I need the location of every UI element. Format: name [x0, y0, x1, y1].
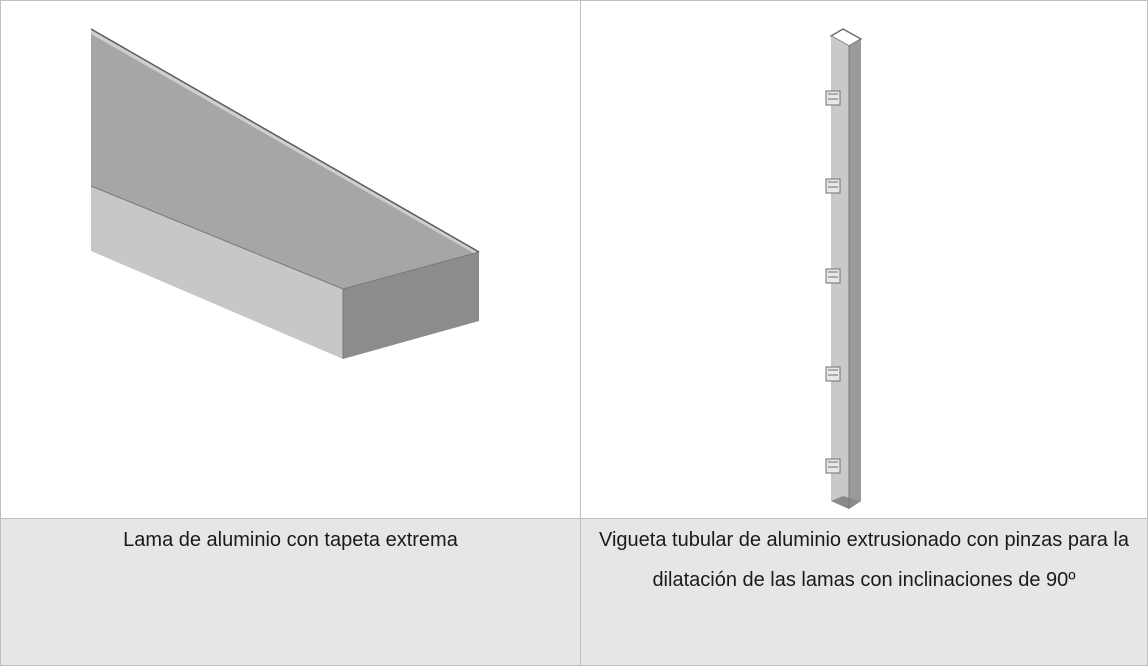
clip-2 — [825, 178, 841, 194]
joist-image — [825, 28, 863, 509]
slat-back-edge — [90, 28, 480, 253]
slat-caption: Lama de aluminio con tapeta extrema — [123, 529, 458, 551]
joist-caption-cell: Vigueta tubular de aluminio extrusionado… — [580, 518, 1148, 666]
joist-right-face — [849, 39, 861, 509]
slat-caption-cell: Lama de aluminio con tapeta extrema — [0, 518, 580, 666]
joist-caption: Vigueta tubular de aluminio extrusionado… — [599, 529, 1129, 591]
slat-front-face — [91, 186, 343, 359]
slat-top-face — [91, 29, 479, 289]
clip-5 — [825, 458, 841, 474]
clip-1 — [825, 90, 841, 106]
joist-bottom — [831, 496, 861, 509]
joist-image-cell — [580, 0, 1148, 518]
slat-image — [90, 28, 480, 359]
slat-image-cell — [0, 0, 580, 518]
clip-4 — [825, 366, 841, 382]
slat-end-face — [343, 252, 479, 359]
joist-clips — [825, 90, 841, 474]
clip-3 — [825, 268, 841, 284]
